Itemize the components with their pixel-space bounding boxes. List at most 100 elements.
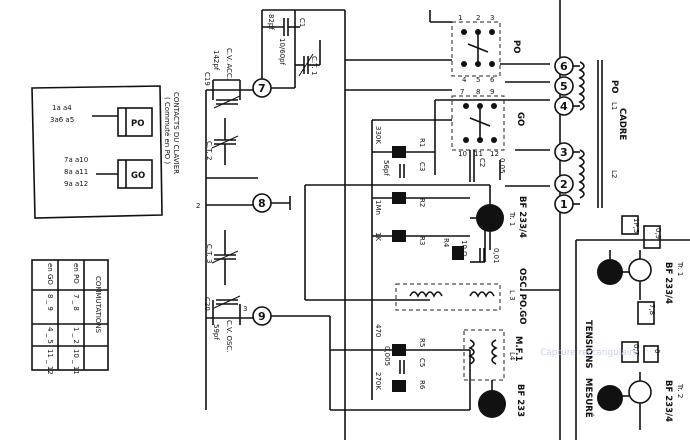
c19-label: C19: [203, 72, 211, 86]
antenna-node-1: 1: [554, 194, 574, 214]
tr-right-2-name: Tr. 2: [676, 383, 684, 398]
antenna-node-4: 4: [554, 96, 574, 116]
svg-text:4: 4: [560, 100, 568, 113]
c3-value: 56pf: [382, 160, 390, 176]
tr1-type: BF 233/4: [517, 196, 527, 238]
switch-g0-mid-label: GO: [515, 112, 525, 126]
ct2-label: C.T. 2: [205, 141, 213, 160]
c2-label: C2: [478, 158, 486, 167]
switch-p0-top-label: PO: [511, 40, 521, 53]
svg-text:0: 0: [653, 349, 661, 353]
l4-label: L4: [508, 352, 516, 361]
capacitor-c20: [212, 295, 241, 325]
switch-pin-11: 11: [474, 150, 483, 158]
tr1-name: Tr. 1: [508, 211, 516, 226]
switch-pin-4: 4: [462, 76, 467, 84]
contact-p0-a: 1a a4: [52, 104, 72, 112]
resistor-r5: [392, 344, 406, 356]
resistor-r1: [372, 146, 435, 158]
switch-pin-10: 10: [458, 150, 467, 158]
tr-right-1-type: BF 233/4: [663, 262, 673, 304]
capacitor-c2: [469, 150, 475, 182]
mf1-label: M.F.1: [513, 336, 523, 361]
contact-g0-a: 7a a10: [64, 156, 88, 164]
osc-coil-l3: [395, 283, 501, 311]
commutations-header-go: en GO: [46, 263, 54, 285]
switch-pin-9: 9: [490, 88, 494, 96]
commutations-go-cell-2: 4 _ 5: [46, 327, 54, 344]
ct1-value: 10/60pf: [278, 38, 286, 66]
r5-label: R5: [418, 338, 426, 347]
wire-number-2: 2: [196, 202, 200, 210]
voltage-box-5: 0: [643, 345, 661, 363]
resistor-r2: [372, 192, 470, 204]
commutations-go-cell-3: 11 _ 12: [46, 349, 54, 375]
terminal-node-7: 7: [252, 78, 272, 98]
wire-number-3: 3: [243, 305, 247, 313]
switch-p0-block: [117, 107, 153, 137]
switch-pin-1: 1: [458, 14, 462, 22]
resistor-r6: [392, 380, 406, 392]
rotary-switch-g0: [451, 95, 505, 151]
ct3-label: C.T. 3: [205, 244, 213, 263]
voltage-box-2: 0,9: [643, 225, 662, 249]
switch-pin-3: 3: [490, 14, 494, 22]
r6-label: R6: [418, 380, 426, 390]
measure-transistor-2: [597, 372, 652, 430]
r3-value: 1K: [374, 232, 382, 241]
rotary-switch-p0: [451, 21, 501, 77]
svg-text:7: 7: [258, 82, 266, 95]
cv-osc-label: C.V. OSC.: [225, 320, 233, 353]
switch-pin-7: 7: [460, 88, 464, 96]
svg-text:2: 2: [560, 178, 568, 191]
transistor-tr1: [470, 185, 504, 250]
svg-text:3: 3: [560, 146, 568, 159]
commutations-po-cell-1: 7 _ 8: [72, 294, 80, 311]
contact-p0-b: 3a6 a5: [50, 116, 74, 124]
trimmer-ct2: [211, 118, 239, 165]
terminal-node-8: 8: [252, 193, 272, 213]
r6-value: 270K: [374, 372, 382, 390]
capacitor-c1: [262, 18, 300, 36]
commutations-title: COMMUTATIONS: [94, 276, 102, 334]
osc-label: OSC. PO.GO: [517, 268, 527, 324]
rectangular-capture-button[interactable]: Capture rectangulaire: [540, 346, 690, 360]
transistor-tr2: [478, 380, 506, 418]
c1-label: C1: [298, 18, 306, 27]
tr-right-2-type: BF 233/4: [663, 380, 673, 422]
switch-p0-label: PO: [131, 119, 144, 129]
svg-text:9: 9: [258, 310, 266, 323]
ct1-label: C.T. 1: [310, 56, 318, 75]
terminal-node-9: 9: [252, 306, 272, 326]
svg-text:1P,5: 1P,5: [632, 218, 640, 233]
capacitor-c3: [399, 164, 405, 178]
cv-acc-label: C.V. ACC.: [225, 48, 233, 80]
voltage-box-3: 7,8: [637, 301, 656, 325]
r2-label: R2: [418, 198, 426, 207]
antenna-coil-l1: [573, 61, 585, 111]
antenna-node-2: 2: [554, 174, 574, 194]
r2-value: 1Mn: [374, 200, 382, 215]
contact-g0-c: 9a a12: [64, 180, 88, 188]
svg-text:1: 1: [560, 198, 568, 211]
commutations-go-cell-1: 8 _ 9: [46, 294, 54, 311]
svg-text:0,9: 0,9: [654, 228, 662, 239]
commutations-header-po: en PO: [72, 263, 80, 284]
c2-value: 0,05: [498, 158, 506, 174]
resistor-r3: [372, 230, 470, 242]
switch-g0-block: [117, 159, 153, 189]
r5-value: 470: [374, 324, 382, 337]
commutations-po-cell-3: 10 _ 11: [72, 349, 80, 375]
l3-label: L 3: [508, 290, 516, 301]
c20-label: C20: [203, 297, 211, 311]
r3-label: R3: [418, 236, 426, 245]
svg-text:6: 6: [560, 60, 568, 73]
c5-value: 0,005: [383, 346, 391, 366]
c3-label: C3: [418, 162, 426, 171]
po-right-label: PO: [609, 80, 619, 93]
contacts-clavier-title: CONTACTS DU CLAVIER: [172, 92, 180, 174]
resistor-r4: [452, 246, 464, 260]
r4-value: 10 Ω: [460, 240, 468, 257]
commutations-table: COMMUTATIONS en PO en GO 7 _ 8 1 _ 2 10 …: [31, 259, 109, 375]
tr2-type: BF 233: [515, 384, 525, 417]
